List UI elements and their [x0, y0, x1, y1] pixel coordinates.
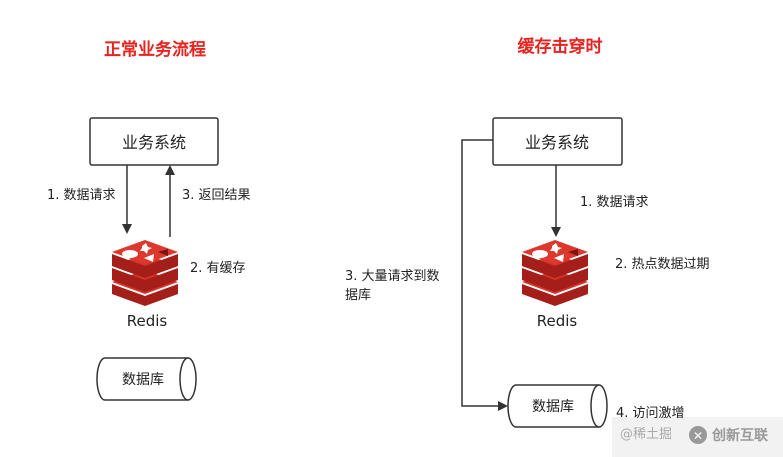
- right-title: 缓存击穿时: [518, 36, 603, 57]
- left-database-icon: [96, 357, 197, 401]
- left-step1: 1. 数据请求: [47, 188, 116, 203]
- right-redis-icon: [522, 240, 588, 306]
- right-bypass-arrow: [461, 139, 508, 411]
- left-db-label: 数据库: [122, 372, 164, 388]
- right-step4: 4. 访问激增: [616, 406, 685, 421]
- right-step1: 1. 数据请求: [580, 195, 649, 210]
- svg-text:✕: ✕: [693, 429, 703, 443]
- left-step2: 2. 有缓存: [190, 261, 246, 276]
- watermark-logo-text: 创新互联: [711, 427, 769, 444]
- right-redis-label: Redis: [537, 312, 578, 330]
- right-database-icon: [507, 384, 608, 428]
- watermark-source: @稀土掘: [620, 427, 672, 442]
- left-system-box: [89, 117, 219, 166]
- right-step2: 2. 热点数据过期: [615, 257, 710, 272]
- right-step3-line1: 3. 大量请求到数: [345, 269, 440, 284]
- right-system-label: 业务系统: [525, 133, 589, 152]
- left-step3: 3. 返回结果: [182, 188, 251, 203]
- watermark-logo-icon: ✕: [689, 426, 707, 444]
- left-redis-label: Redis: [127, 312, 168, 330]
- left-title: 正常业务流程: [104, 39, 206, 60]
- left-system-label: 业务系统: [122, 133, 186, 152]
- right-system-box: [492, 117, 623, 166]
- right-step3-line2: 据库: [345, 287, 371, 303]
- left-redis-icon: [112, 240, 178, 306]
- right-db-label: 数据库: [532, 399, 574, 415]
